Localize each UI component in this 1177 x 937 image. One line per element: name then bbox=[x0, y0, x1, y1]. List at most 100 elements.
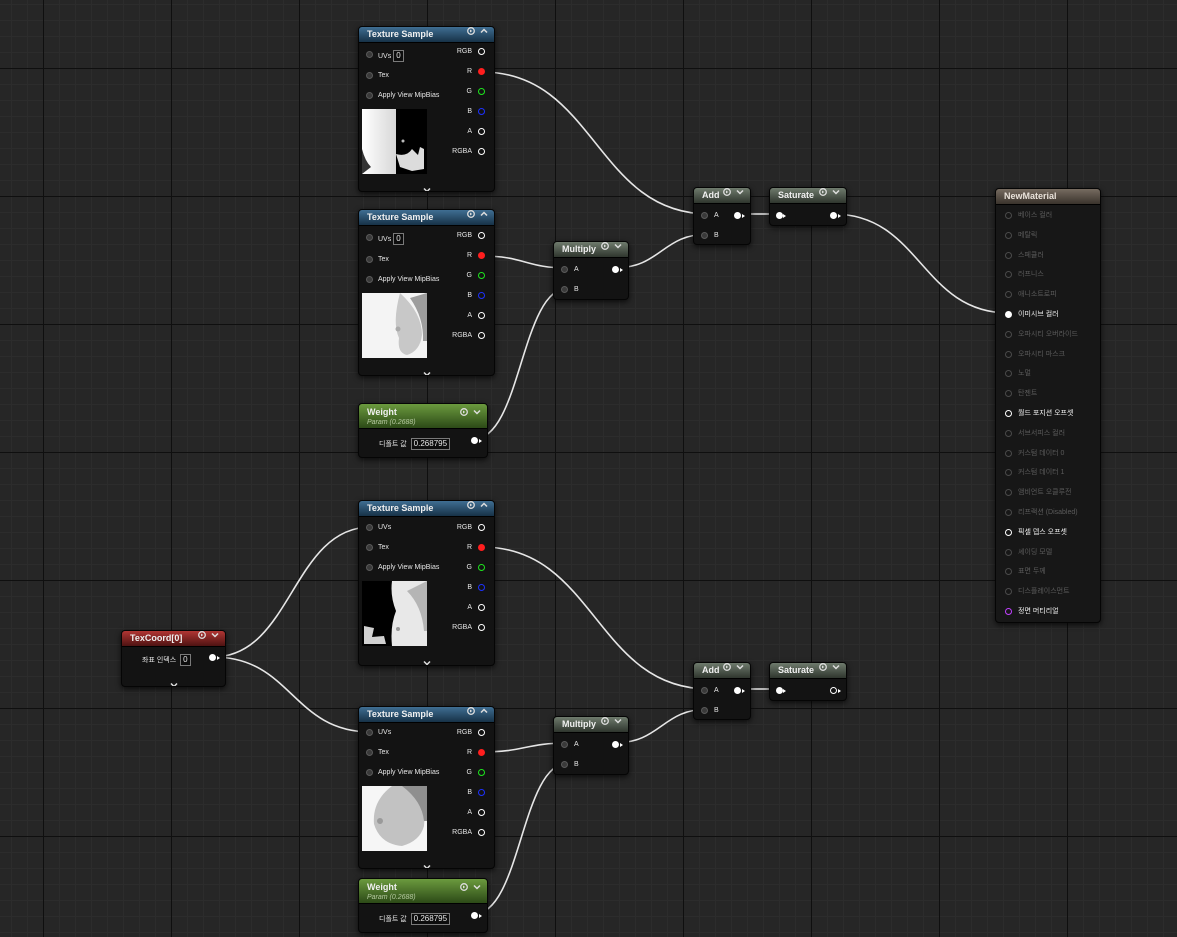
preview-toggle-icon[interactable] bbox=[723, 663, 731, 671]
b-output-pin[interactable] bbox=[478, 789, 485, 796]
saturate-input-pin[interactable] bbox=[776, 212, 783, 219]
saturate-input-pin[interactable] bbox=[776, 687, 783, 694]
material-input-pin[interactable] bbox=[1005, 489, 1012, 497]
multiply-header[interactable]: Multiply bbox=[554, 242, 628, 258]
tex-input-pin[interactable] bbox=[366, 749, 373, 756]
default-value-field[interactable]: 0.268795 bbox=[410, 913, 451, 925]
texcoord-header[interactable]: TexCoord[0] bbox=[122, 631, 225, 647]
apply-view-mipbias-pin[interactable] bbox=[366, 92, 373, 99]
material-header[interactable]: NewMaterial bbox=[996, 189, 1100, 205]
expand-chevron-down-icon[interactable] bbox=[423, 180, 431, 191]
uvs-input-pin[interactable] bbox=[366, 51, 373, 58]
material-input-pin[interactable] bbox=[1005, 588, 1012, 596]
expand-chevron-down-icon[interactable] bbox=[736, 188, 744, 196]
material-input-pin[interactable] bbox=[1005, 271, 1012, 279]
material-input-pin[interactable] bbox=[1005, 212, 1012, 219]
weight-param-node-1[interactable]: Weight Param (0.2688) 디폴트 값 0.268795 bbox=[358, 403, 488, 458]
g-output-pin[interactable] bbox=[478, 272, 485, 279]
rgb-output-pin[interactable] bbox=[478, 232, 485, 239]
texcoord-output-pin[interactable] bbox=[209, 654, 216, 661]
a-output-pin[interactable] bbox=[478, 128, 485, 135]
weight-output-pin[interactable] bbox=[471, 912, 478, 919]
preview-toggle-icon[interactable] bbox=[467, 501, 475, 509]
texture-sample-node-3[interactable]: Texture Sample UVs Tex Apply View MipBia… bbox=[358, 500, 495, 666]
uvs-index-field[interactable]: 0 bbox=[393, 233, 404, 245]
material-input-pin[interactable] bbox=[1005, 548, 1012, 556]
material-input-pin[interactable] bbox=[1005, 429, 1012, 437]
saturate-output-pin[interactable] bbox=[830, 212, 837, 219]
g-output-pin[interactable] bbox=[478, 88, 485, 95]
uvs-index-field[interactable]: 0 bbox=[393, 50, 404, 62]
add-output-pin[interactable] bbox=[734, 687, 741, 694]
connection-wire[interactable] bbox=[212, 656, 372, 733]
saturate-header[interactable]: Saturate bbox=[770, 663, 846, 679]
input-a-pin[interactable] bbox=[561, 741, 568, 748]
expand-chevron-down-icon[interactable] bbox=[170, 675, 178, 686]
preview-toggle-icon[interactable] bbox=[467, 27, 475, 35]
material-input-pin[interactable] bbox=[1005, 370, 1012, 378]
a-output-pin[interactable] bbox=[478, 809, 485, 816]
material-input-pin[interactable] bbox=[1005, 330, 1012, 338]
collapse-chevron-up-icon[interactable] bbox=[480, 501, 488, 509]
expand-chevron-down-icon[interactable] bbox=[423, 364, 431, 375]
collapse-chevron-up-icon[interactable] bbox=[480, 707, 488, 715]
preview-toggle-icon[interactable] bbox=[601, 242, 609, 250]
input-a-pin[interactable] bbox=[561, 266, 568, 273]
rgb-output-pin[interactable] bbox=[478, 524, 485, 531]
rgba-output-pin[interactable] bbox=[478, 148, 485, 155]
material-input-pin[interactable] bbox=[1005, 291, 1012, 299]
add-output-pin[interactable] bbox=[734, 212, 741, 219]
material-input-pin[interactable] bbox=[1005, 410, 1012, 417]
material-input-pin[interactable] bbox=[1005, 251, 1012, 259]
add-node-1[interactable]: Add A B bbox=[693, 187, 751, 245]
expand-chevron-down-icon[interactable] bbox=[473, 883, 481, 891]
uvs-input-pin[interactable] bbox=[366, 234, 373, 241]
r-output-pin[interactable] bbox=[478, 68, 485, 75]
preview-toggle-icon[interactable] bbox=[601, 717, 609, 725]
rgb-output-pin[interactable] bbox=[478, 48, 485, 55]
expand-chevron-down-icon[interactable] bbox=[832, 663, 840, 671]
weight-param-header[interactable]: Weight Param (0.2688) bbox=[359, 879, 487, 904]
preview-toggle-icon[interactable] bbox=[467, 210, 475, 218]
default-value-field[interactable]: 0.268795 bbox=[410, 438, 451, 450]
expand-chevron-down-icon[interactable] bbox=[614, 717, 622, 725]
connection-wire[interactable] bbox=[473, 762, 569, 915]
material-input-pin[interactable] bbox=[1005, 231, 1012, 239]
material-input-pin[interactable] bbox=[1005, 390, 1012, 398]
weight-param-node-2[interactable]: Weight Param (0.2688) 디폴트 값 0.268795 bbox=[358, 878, 488, 933]
r-output-pin[interactable] bbox=[478, 749, 485, 756]
tex-input-pin[interactable] bbox=[366, 544, 373, 551]
material-input-pin[interactable] bbox=[1005, 311, 1012, 318]
b-output-pin[interactable] bbox=[478, 292, 485, 299]
multiply-node-2[interactable]: Multiply A B bbox=[553, 716, 629, 775]
r-output-pin[interactable] bbox=[478, 544, 485, 551]
texture-sample-header[interactable]: Texture Sample bbox=[359, 501, 494, 517]
expand-chevron-down-icon[interactable] bbox=[832, 188, 840, 196]
g-output-pin[interactable] bbox=[478, 769, 485, 776]
apply-view-mipbias-pin[interactable] bbox=[366, 564, 373, 571]
connection-wire[interactable] bbox=[473, 287, 569, 440]
preview-toggle-icon[interactable] bbox=[723, 188, 731, 196]
connection-wire[interactable] bbox=[832, 213, 1010, 314]
connection-wire[interactable] bbox=[481, 71, 710, 215]
rgba-output-pin[interactable] bbox=[478, 829, 485, 836]
expand-chevron-down-icon[interactable] bbox=[736, 663, 744, 671]
add-node-2[interactable]: Add A B bbox=[693, 662, 751, 720]
preview-toggle-icon[interactable] bbox=[467, 707, 475, 715]
input-a-pin[interactable] bbox=[701, 212, 708, 219]
add-header[interactable]: Add bbox=[694, 188, 750, 204]
texcoord-node[interactable]: TexCoord[0] 좌표 인덱스 0 bbox=[121, 630, 226, 687]
texture-sample-header[interactable]: Texture Sample bbox=[359, 707, 494, 723]
add-header[interactable]: Add bbox=[694, 663, 750, 679]
b-output-pin[interactable] bbox=[478, 584, 485, 591]
r-output-pin[interactable] bbox=[478, 252, 485, 259]
collapse-chevron-up-icon[interactable] bbox=[480, 27, 488, 35]
material-input-pin[interactable] bbox=[1005, 449, 1012, 457]
texture-sample-header[interactable]: Texture Sample bbox=[359, 27, 494, 43]
weight-param-header[interactable]: Weight Param (0.2688) bbox=[359, 404, 487, 429]
rgba-output-pin[interactable] bbox=[478, 624, 485, 631]
expand-chevron-down-icon[interactable] bbox=[423, 857, 431, 868]
expand-chevron-down-icon[interactable] bbox=[211, 631, 219, 639]
a-output-pin[interactable] bbox=[478, 604, 485, 611]
